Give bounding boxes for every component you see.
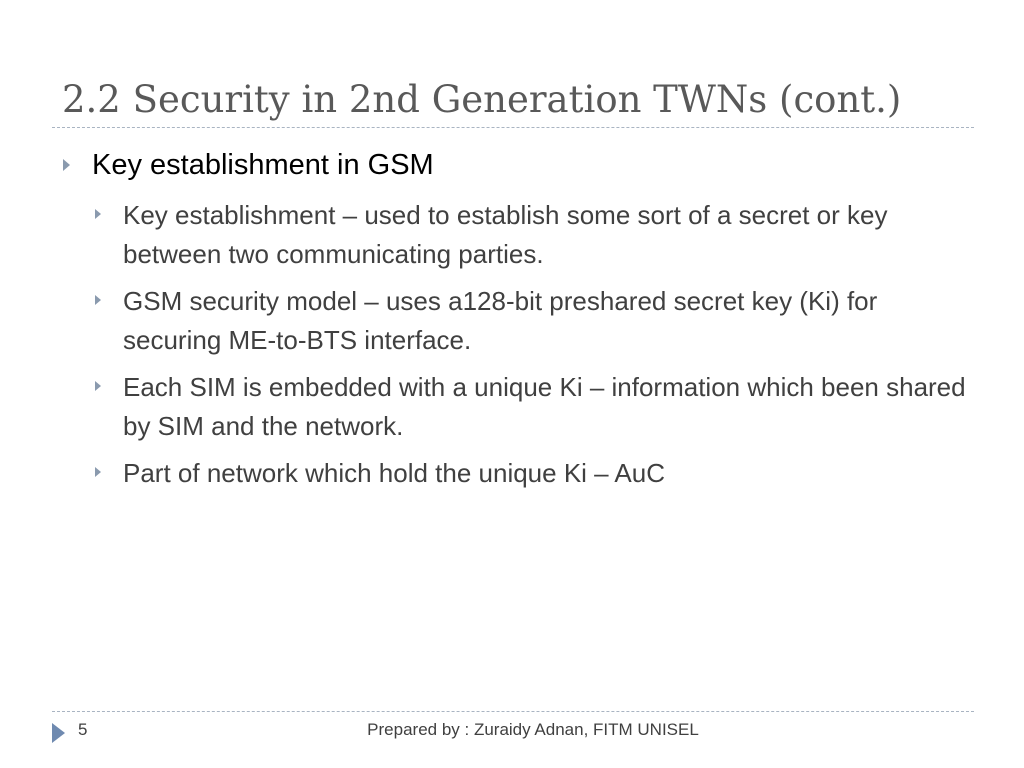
sub-bullet-item: GSM security model – uses a128-bit presh…: [60, 282, 980, 360]
sub-bullet-arrow-icon: [95, 209, 101, 219]
slide-title: 2.2 Security in 2nd Generation TWNs (con…: [62, 78, 902, 121]
bullet-arrow-icon: [63, 159, 70, 171]
bullet-list: Key establishment in GSM Key establishme…: [60, 144, 980, 493]
sub-bullet-arrow-icon: [95, 467, 101, 477]
bullet-item: Key establishment in GSM: [60, 144, 980, 186]
sub-bullet-arrow-icon: [95, 381, 101, 391]
footer-credit: Prepared by : Zuraidy Adnan, FITM UNISEL: [367, 720, 699, 739]
sub-bullet-arrow-icon: [95, 295, 101, 305]
bullet-text: Key establishment in GSM: [92, 149, 434, 181]
sub-bullet-text: Key establishment – used to establish so…: [123, 200, 888, 269]
page-number: 5: [78, 720, 88, 739]
sub-bullet-item: Key establishment – used to establish so…: [60, 196, 980, 274]
sub-bullet-item: Each SIM is embedded with a unique Ki – …: [60, 368, 980, 446]
footer-divider: [52, 711, 974, 712]
sub-bullet-text: GSM security model – uses a128-bit presh…: [123, 286, 878, 355]
sub-bullet-text: Part of network which hold the unique Ki…: [123, 458, 665, 488]
footer-triangle-icon: [52, 723, 65, 743]
sub-bullet-text: Each SIM is embedded with a unique Ki – …: [123, 372, 966, 441]
title-divider: [52, 127, 974, 128]
sub-bullet-item: Part of network which hold the unique Ki…: [60, 454, 980, 493]
